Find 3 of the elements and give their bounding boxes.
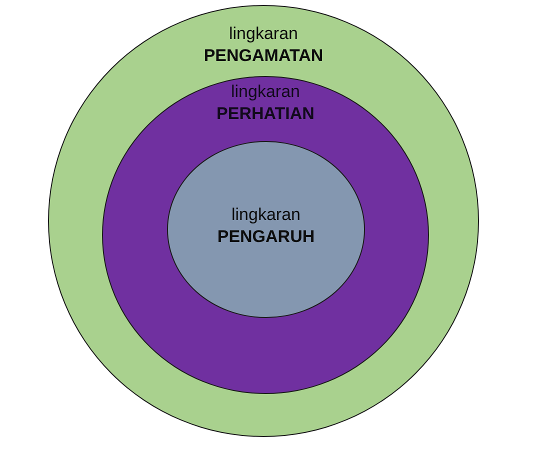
circle-label: lingkaran PERHATIAN <box>216 81 314 125</box>
circle-label: lingkaran PENGARUH <box>217 204 315 248</box>
circle-label: lingkaran PENGAMATAN <box>204 23 324 67</box>
